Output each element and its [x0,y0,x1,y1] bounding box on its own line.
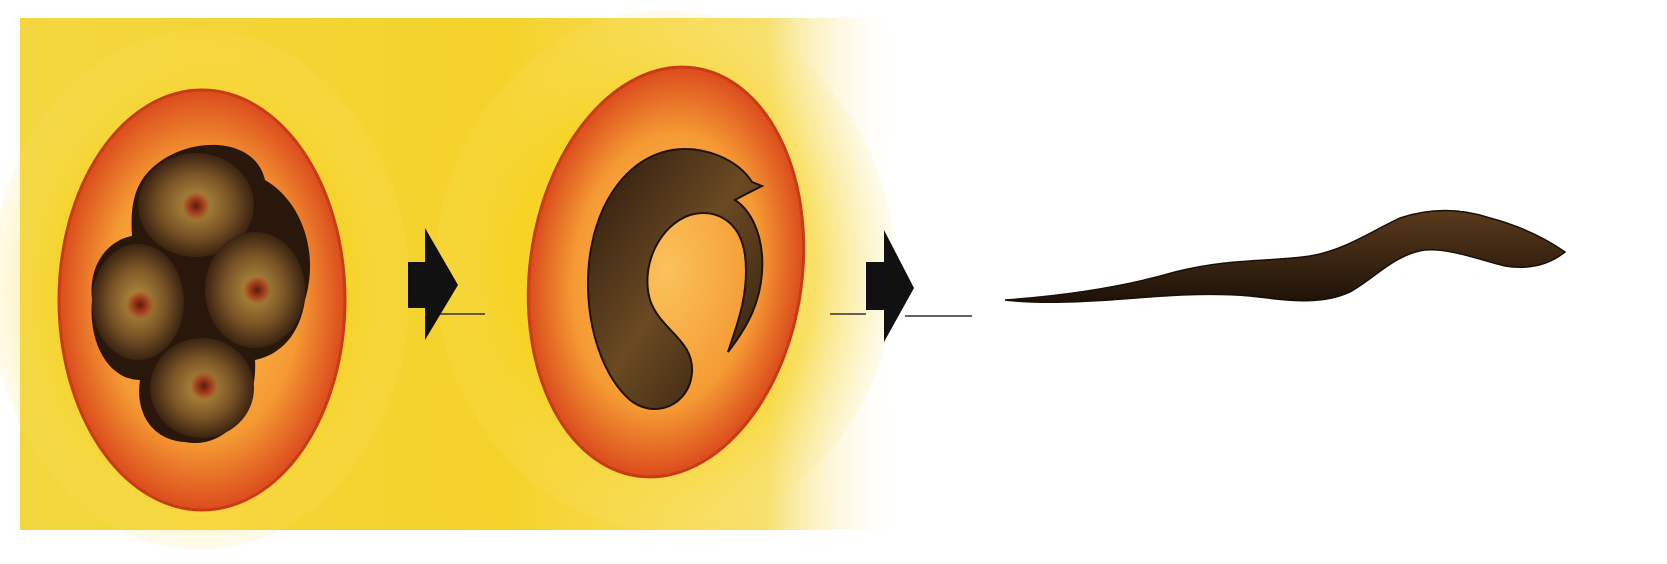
worm-body [1005,211,1565,303]
cell-nucleus [126,291,154,319]
egg-with-four-cells-icon [59,90,345,510]
cell-nucleus [190,372,218,400]
cell-nucleus [182,192,210,220]
cell-nucleus [243,276,271,304]
hatched-worm-larva-icon [1005,211,1565,303]
